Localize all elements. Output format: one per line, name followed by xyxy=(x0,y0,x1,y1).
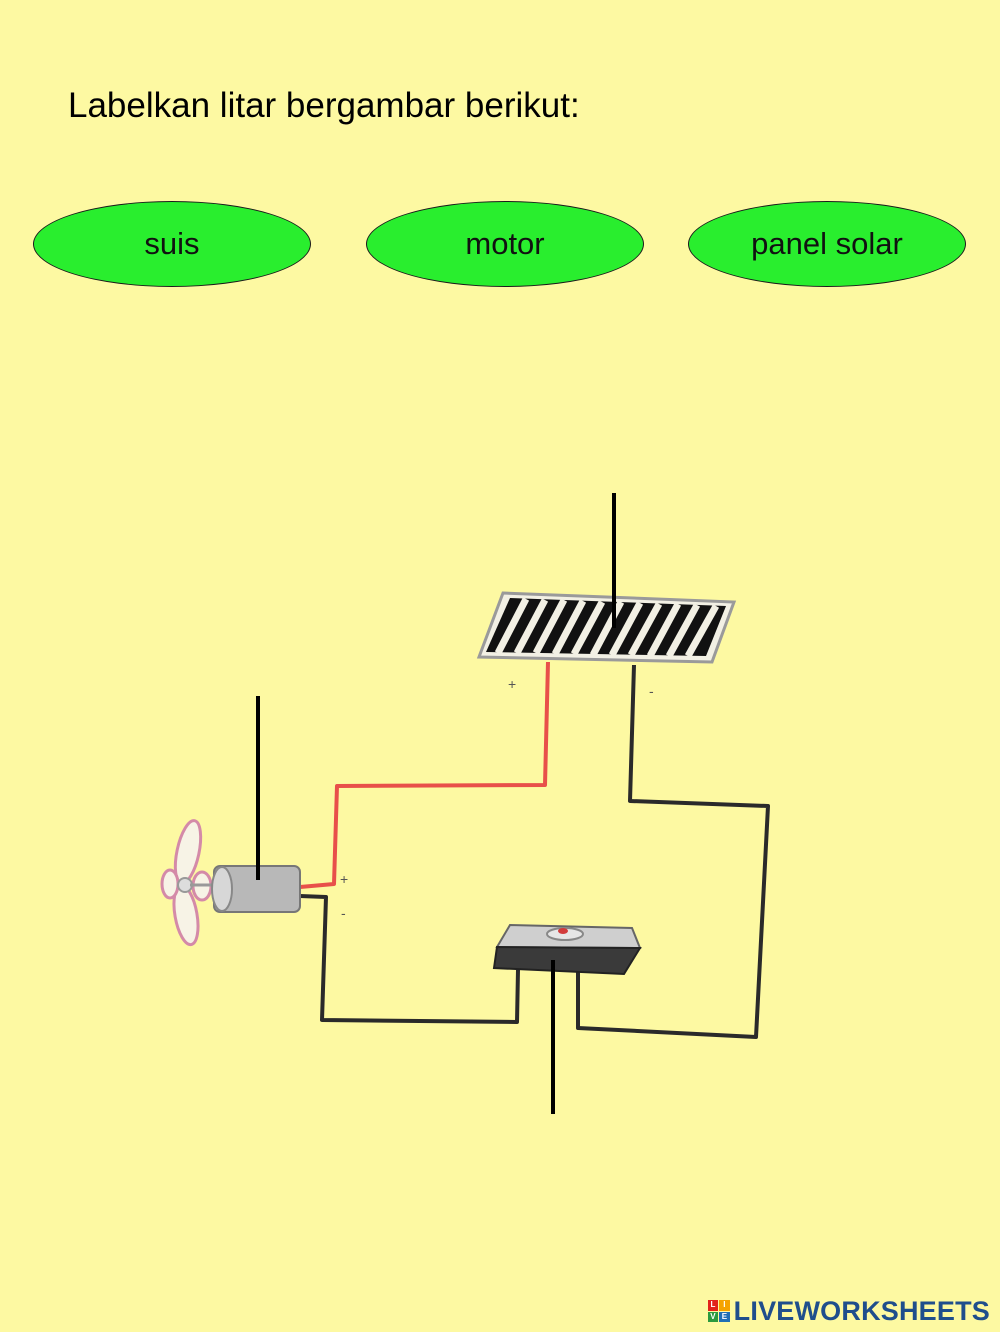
label-pointers xyxy=(256,493,616,1114)
solar-panel xyxy=(476,591,737,664)
wire-positive xyxy=(299,661,550,889)
drag-label-motor[interactable]: motor xyxy=(366,201,644,287)
motor-with-propeller xyxy=(160,819,301,947)
logo-badge-icon: L I V E xyxy=(707,1300,730,1322)
circuit-wires xyxy=(299,661,770,1039)
drag-label-text: motor xyxy=(465,226,545,261)
switch xyxy=(492,923,642,976)
page-title: Labelkan litar bergambar berikut: xyxy=(68,86,580,125)
polarity-negative-solar: - xyxy=(649,683,654,699)
drag-label-text: suis xyxy=(144,226,200,261)
polarity-positive-motor: + xyxy=(340,871,348,887)
drag-label-text: panel solar xyxy=(751,226,903,261)
wire-negative-motor xyxy=(299,894,520,1024)
logo-text: LIVEWORKSHEETS xyxy=(733,1295,990,1326)
wire-negative-solar xyxy=(576,664,770,1039)
polarity-positive-solar: + xyxy=(508,676,516,692)
drag-label-panel-solar[interactable]: panel solar xyxy=(688,201,966,287)
drag-label-suis[interactable]: suis xyxy=(33,201,311,287)
liveworksheets-logo: L I V E LIVEWORKSHEETS xyxy=(707,1295,990,1326)
polarity-negative-motor: - xyxy=(341,905,346,921)
